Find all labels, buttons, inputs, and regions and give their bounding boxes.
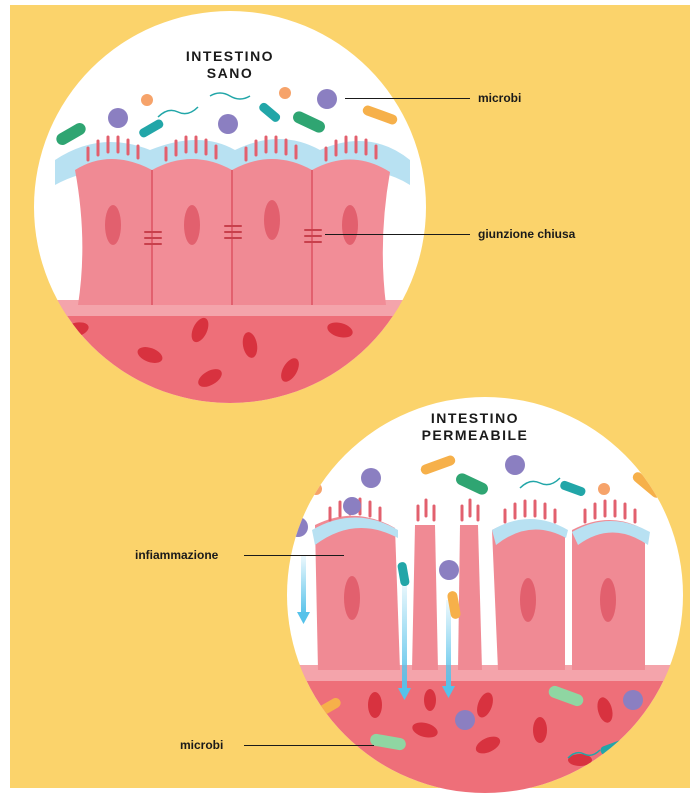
healthy-title-line1: INTESTINO: [160, 48, 300, 65]
microbes-label-bottom: microbi: [180, 738, 223, 752]
inflammation-label: infiammazione: [135, 548, 218, 562]
leaky-title: INTESTINO PERMEABILE: [400, 410, 550, 444]
microbes-label-top: microbi: [478, 91, 521, 105]
junction-label: giunzione chiusa: [478, 227, 575, 241]
leaky-title-line1: INTESTINO: [400, 410, 550, 427]
healthy-title-line2: SANO: [160, 65, 300, 82]
microbes-bottom-callout-line: [244, 745, 374, 746]
junction-callout-line: [325, 234, 470, 235]
inflammation-callout-line: [244, 555, 344, 556]
leaky-title-line2: PERMEABILE: [400, 427, 550, 444]
microbes-callout-line: [345, 98, 470, 99]
healthy-title: INTESTINO SANO: [160, 48, 300, 82]
